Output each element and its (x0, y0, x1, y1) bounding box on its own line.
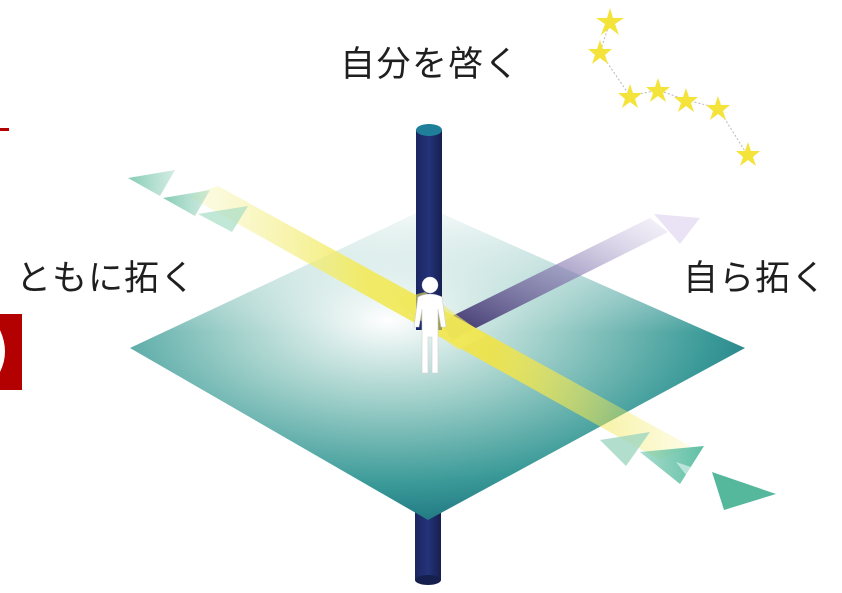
label-self-enlighten: 自分を啓く (340, 45, 521, 85)
red-accent-notch (0, 330, 5, 372)
red-accent-top (0, 128, 9, 131)
label-open-oneself: 自ら拓く (683, 259, 828, 299)
person-icon (413, 276, 447, 374)
left-arrows (128, 170, 248, 232)
star-icon (646, 78, 670, 102)
constellation (588, 8, 760, 166)
red-accent-bar (0, 314, 22, 390)
purple-beam (440, 218, 668, 340)
pillar-cap (416, 124, 442, 136)
star-icon (706, 96, 730, 120)
star-icon (674, 88, 698, 112)
star-icon (618, 84, 642, 108)
right-arrows (600, 432, 776, 510)
star-icon (736, 142, 760, 166)
star-icon (588, 40, 612, 64)
purple-arrowhead (654, 214, 700, 244)
star-icon (596, 8, 624, 35)
label-open-together: ともに拓く (16, 259, 197, 299)
